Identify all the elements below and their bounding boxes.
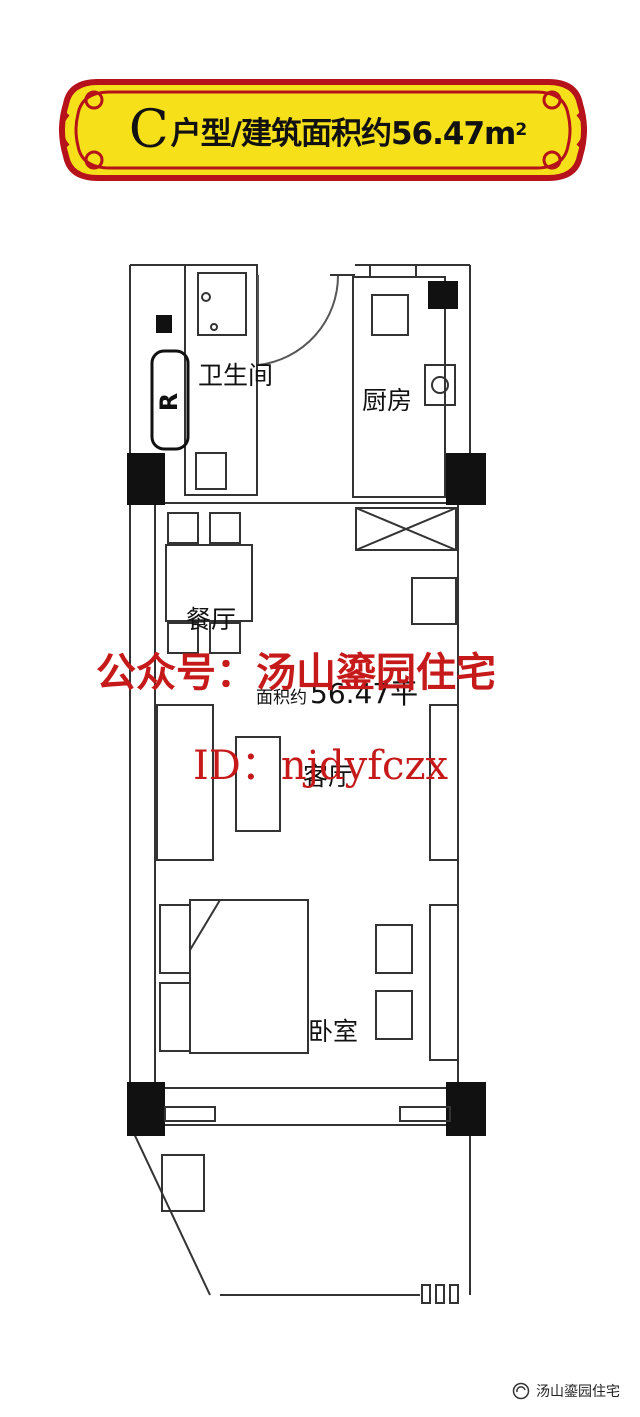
void-cross bbox=[355, 507, 457, 551]
watermark-id: ID：njdyfczx bbox=[193, 743, 449, 789]
coffee-table bbox=[235, 736, 281, 832]
watermark-account-name: 公众号：汤山鎏园住宅 bbox=[96, 649, 496, 696]
washing-machine bbox=[161, 1154, 205, 1212]
footer-account-name: 汤山鎏园住宅 bbox=[536, 1384, 620, 1400]
bathroom-walls bbox=[184, 264, 258, 496]
structural-columns bbox=[127, 281, 486, 1136]
toilet-outline bbox=[150, 349, 190, 451]
area-value: 56.47平 bbox=[310, 677, 419, 710]
sofa bbox=[156, 704, 214, 861]
area-unit-superscript: 2 bbox=[515, 120, 528, 140]
room-label-kitchen: 厨房 bbox=[362, 386, 413, 415]
room-label-bedroom: 卧室 bbox=[308, 1017, 359, 1046]
wechat-official-account-icon bbox=[512, 1382, 530, 1400]
tv-cabinet bbox=[429, 704, 459, 861]
unit-area-title: 户型/建筑面积约56.47m bbox=[170, 115, 517, 152]
room-label-bathroom: 卫生间 bbox=[198, 361, 274, 390]
bed bbox=[189, 899, 309, 1054]
toilet-mark: R bbox=[155, 392, 184, 412]
floor-plan-drawing bbox=[127, 264, 486, 1304]
unit-type-letter: C bbox=[128, 100, 169, 160]
entry-door-swing bbox=[257, 274, 340, 367]
area-prefix: 面积约 bbox=[256, 688, 307, 708]
floorplan-title-banner: C 户型/建筑面积约56.47m 2 bbox=[58, 74, 588, 186]
ornate-frame bbox=[59, 79, 587, 181]
room-label-dining: 餐厅 bbox=[186, 605, 237, 634]
banner-title: C 户型/建筑面积约56.47m 2 bbox=[129, 74, 527, 186]
room-label-living: 客厅 bbox=[303, 762, 354, 791]
footer-attribution: 汤山鎏园住宅 bbox=[512, 1381, 620, 1401]
dining-table bbox=[165, 544, 253, 622]
